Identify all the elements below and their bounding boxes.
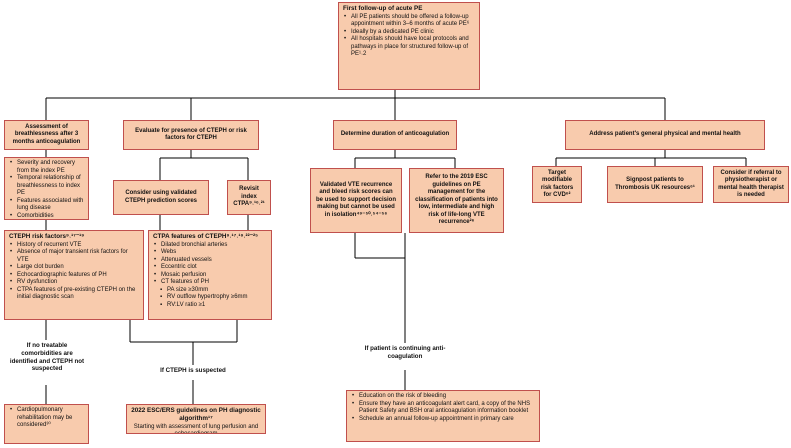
education-item: Education on the risk of bleeding xyxy=(352,393,535,401)
prediction-scores-text: Consider using validated CTEPH predictio… xyxy=(124,190,198,204)
target-risk-box: Target modifiable risk factors for CVD⁶² xyxy=(532,166,582,203)
esc-guidelines-box: Refer to the 2019 ESC guidelines on PE m… xyxy=(409,168,504,233)
first-followup-bullet: All PE patients should be offered a foll… xyxy=(344,14,475,29)
risk-factors-box: CTEPH risk factors⁹˒¹⁷⁻¹⁹ History of rec… xyxy=(4,230,144,320)
risk-factor-item: History of recurrent VTE xyxy=(10,242,139,250)
first-followup-box: First follow-up of acute PE All PE patie… xyxy=(338,2,480,90)
ctpa-sub-item: RV:LV ratio ≥1 xyxy=(160,302,267,310)
ctpa-sub-item: PA size ≥30mm xyxy=(160,287,267,295)
first-followup-title: First follow-up of acute PE xyxy=(343,5,423,12)
esc-guidelines-text: Refer to the 2019 ESC guidelines on PE m… xyxy=(415,174,498,226)
education-item: Schedule an annual follow-up appointment… xyxy=(352,416,535,424)
risk-factor-item: CTPA features of pre-existing CTEPH on t… xyxy=(10,287,139,302)
ph-guidelines-text: Starting with assessment of lung perfusi… xyxy=(133,423,259,433)
risk-factors-title: CTEPH risk factors⁹˒¹⁷⁻¹⁹ xyxy=(9,233,85,240)
ph-guidelines-box: 2022 ESC/ERS guidelines on PH diagnostic… xyxy=(126,404,266,434)
signpost-box: Signpost patients to Thrombosis UK resou… xyxy=(607,166,703,203)
first-followup-bullet: All hospitals should have local protocol… xyxy=(344,36,475,59)
ctpa-feature-item: Attenuated vessels xyxy=(154,257,267,265)
general-health-title: Address patient's general physical and m… xyxy=(589,131,741,138)
revisit-ctpa-text: Revisit index CTPA⁹˒¹⁶˒²¹ xyxy=(233,186,265,208)
ph-guidelines-title: 2022 ESC/ERS guidelines on PH diagnostic… xyxy=(131,407,261,422)
referral-box: Consider if referral to physiotherapist … xyxy=(713,166,789,203)
signpost-text: Signpost patients to Thrombosis UK resou… xyxy=(615,177,695,191)
ctpa-feature-item: Dilated bronchial arteries xyxy=(154,242,267,250)
risk-factor-item: Large clot burden xyxy=(10,264,139,272)
target-risk-text: Target modifiable risk factors for CVD⁶² xyxy=(540,169,574,199)
breathlessness-item: Temporal relationship of breathlessness … xyxy=(10,175,84,198)
risk-factor-item: Echocardiographic features of PH xyxy=(10,272,139,280)
breathlessness-title: Assessment of breathlessness after 3 mon… xyxy=(12,123,81,145)
anticoag-title: Determine duration of anticoagulation xyxy=(340,131,450,138)
risk-factor-item: Absence of major transient risk factors … xyxy=(10,249,139,264)
rehab-text: Cardiopulmonary rehabilitation may be co… xyxy=(10,407,84,430)
vte-scores-text: Validated VTE recurrence and bleed risk … xyxy=(315,181,396,218)
ctpa-feature-item: CT features of PH xyxy=(154,279,267,287)
risk-factor-item: RV dysfunction xyxy=(10,279,139,287)
general-health-box: Address patient's general physical and m… xyxy=(565,120,765,150)
continuing-label: If patient is continuing anti-coagulatio… xyxy=(364,345,446,360)
ctpa-feature-item: Mosaic perfusion xyxy=(154,272,267,280)
ctpa-feature-item: Webs xyxy=(154,249,267,257)
breathlessness-items-box: Severity and recovery from the index PE … xyxy=(4,157,89,220)
revisit-ctpa-box: Revisit index CTPA⁹˒¹⁶˒²¹ xyxy=(227,180,271,215)
vte-scores-box: Validated VTE recurrence and bleed risk … xyxy=(310,168,402,233)
breathlessness-box: Assessment of breathlessness after 3 mon… xyxy=(4,120,89,150)
prediction-scores-box: Consider using validated CTEPH predictio… xyxy=(113,180,209,215)
no-treatable-label: If no treatable comorbidities are identi… xyxy=(9,342,85,373)
education-box: Education on the risk of bleeding Ensure… xyxy=(346,390,540,442)
cteph-eval-box: Evaluate for presence of CTEPH or risk f… xyxy=(123,120,259,150)
breathlessness-item: Features associated with lung disease xyxy=(10,198,84,213)
cteph-eval-title: Evaluate for presence of CTEPH or risk f… xyxy=(135,127,247,142)
breathlessness-item: Comorbidities xyxy=(10,213,84,220)
first-followup-bullet: Ideally by a dedicated PE clinic xyxy=(344,29,475,37)
ctpa-features-box: CTPA features of CTEPH⁹˒¹⁷˒¹⁹˒²²⁻²⁵ Dila… xyxy=(148,230,272,320)
ctpa-feature-item: Eccentric clot xyxy=(154,264,267,272)
education-item: Ensure they have an anticoagulant alert … xyxy=(352,401,535,416)
ctpa-sub-item: RV outflow hypertrophy ≥6mm xyxy=(160,294,267,302)
rehab-box: Cardiopulmonary rehabilitation may be co… xyxy=(4,404,89,444)
anticoag-box: Determine duration of anticoagulation xyxy=(333,120,457,150)
referral-text: Consider if referral to physiotherapist … xyxy=(718,169,784,199)
breathlessness-item: Severity and recovery from the index PE xyxy=(10,160,84,175)
cteph-suspected-label: If CTEPH is suspected xyxy=(160,367,226,374)
ctpa-features-title: CTPA features of CTEPH⁹˒¹⁷˒¹⁹˒²²⁻²⁵ xyxy=(153,233,259,240)
